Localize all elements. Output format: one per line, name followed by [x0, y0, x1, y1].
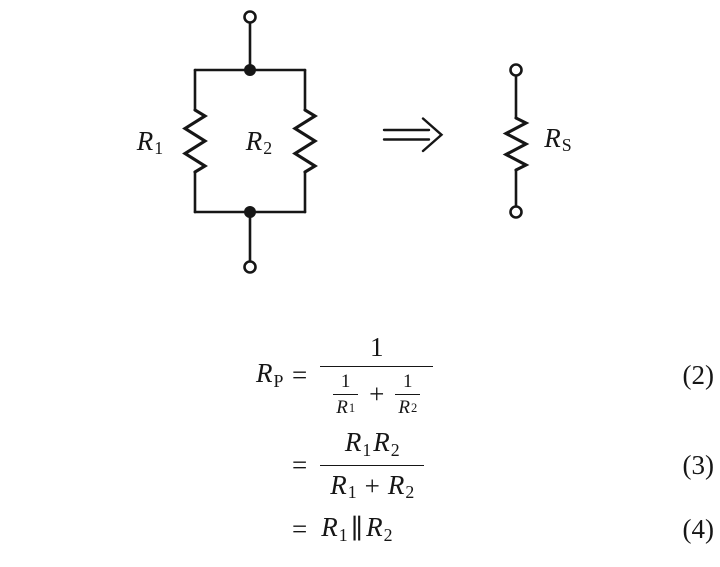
resistor-rs-symbol	[502, 116, 530, 172]
r1-label: R1	[136, 125, 164, 159]
resistor-r1-symbol	[182, 108, 208, 174]
implies-arrow-icon	[382, 117, 444, 153]
terminal-bottom-icon	[509, 205, 523, 219]
equivalent-resistor	[502, 63, 530, 219]
eq2-lhs: RP	[256, 358, 284, 391]
equals-sign: =	[292, 359, 308, 390]
equals-sign: =	[292, 513, 308, 544]
terminal-top-icon	[243, 10, 257, 24]
plus-sign: +	[364, 470, 380, 501]
eq3-fraction: R1 R2 R1 + R2	[320, 427, 425, 502]
equation-4: = R1 ∥ R2 (4)	[256, 512, 714, 546]
equation-number: (4)	[682, 513, 714, 544]
rs-label: RS	[544, 122, 572, 156]
equation-3: = R1 R2 R1 + R2 (3)	[256, 427, 714, 503]
resistor-r2-symbol	[292, 108, 318, 174]
circuit-diagram	[182, 10, 530, 274]
equation-number: (2)	[682, 359, 714, 390]
terminal-top-icon	[509, 63, 523, 77]
parallel-symbol: ∥	[350, 513, 364, 544]
equation-number: (3)	[682, 449, 714, 480]
eq3-rhs: R1 R2 R1 + R2	[320, 427, 425, 502]
parallel-network	[182, 10, 318, 274]
r2-label: R2	[245, 125, 273, 159]
equals-sign: =	[292, 449, 308, 480]
terminal-bottom-icon	[243, 260, 257, 274]
plus-sign: +	[369, 379, 385, 410]
eq4-rhs: R1 ∥ R2	[321, 512, 393, 545]
